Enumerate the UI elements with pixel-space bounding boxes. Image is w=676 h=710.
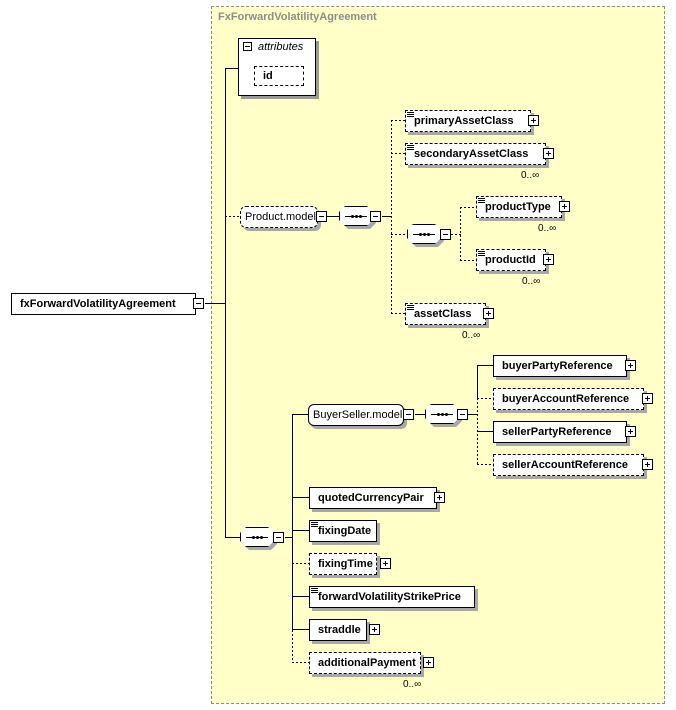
documentation-icon <box>311 588 318 593</box>
product-type-label: productType <box>485 201 551 213</box>
documentation-icon <box>407 305 414 310</box>
product-id-element[interactable]: productId <box>476 249 546 271</box>
expand-icon[interactable] <box>528 115 539 126</box>
root-element-label: fxForwardVolatilityAgreement <box>20 298 176 310</box>
product-model-label: Product.model <box>245 211 316 223</box>
expand-icon[interactable] <box>423 657 434 668</box>
seller-party-reference-label: sellerPartyReference <box>502 426 612 438</box>
product-model-collapse-icon[interactable] <box>316 211 327 222</box>
expand-icon[interactable] <box>543 254 554 265</box>
quoted-currency-pair-label: quotedCurrencyPair <box>318 492 424 504</box>
documentation-icon <box>407 112 414 117</box>
additional-payment-label: additionalPayment <box>318 657 416 669</box>
straddle-element[interactable]: straddle <box>309 619 367 641</box>
expand-icon[interactable] <box>559 201 570 212</box>
product-type-element[interactable]: productType <box>476 196 562 218</box>
sequence-collapse-icon[interactable] <box>370 211 381 222</box>
expand-icon[interactable] <box>642 459 653 470</box>
attribute-id[interactable]: id <box>254 66 304 86</box>
buyer-seller-model-group[interactable]: BuyerSeller.model <box>308 404 404 426</box>
primary-asset-class-element[interactable]: primaryAssetClass <box>405 110 531 132</box>
forward-volatility-strike-price-label: forwardVolatilityStrikePrice <box>318 591 461 603</box>
seller-party-reference-element[interactable]: sellerPartyReference <box>493 421 627 443</box>
seller-account-reference-label: sellerAccountReference <box>502 459 628 471</box>
additional-payment-element[interactable]: additionalPayment <box>309 652 421 674</box>
buyer-party-reference-label: buyerPartyReference <box>502 360 613 372</box>
seller-account-reference-element[interactable]: sellerAccountReference <box>493 454 644 476</box>
secondary-asset-class-element[interactable]: secondaryAssetClass <box>405 143 546 165</box>
fixing-time-element[interactable]: fixingTime <box>309 553 377 575</box>
complex-type-title: FxForwardVolatilityAgreement <box>218 11 377 23</box>
expand-icon[interactable] <box>543 148 554 159</box>
documentation-icon <box>478 251 485 256</box>
primary-asset-class-label: primaryAssetClass <box>414 115 514 127</box>
sequence-compositor-icon[interactable] <box>240 527 274 547</box>
expand-icon[interactable] <box>380 558 391 569</box>
expand-icon[interactable] <box>642 393 653 404</box>
cardinality-label: 0..∞ <box>403 679 422 690</box>
expand-icon[interactable] <box>434 492 445 503</box>
asset-class-element[interactable]: assetClass <box>405 303 486 325</box>
documentation-icon <box>478 198 485 203</box>
buyer-account-reference-label: buyerAccountReference <box>502 393 630 405</box>
expand-icon[interactable] <box>625 360 636 371</box>
sequence-compositor-icon[interactable] <box>339 206 373 226</box>
buyer-party-reference-element[interactable]: buyerPartyReference <box>493 355 627 377</box>
product-model-group[interactable]: Product.model <box>240 206 318 228</box>
cardinality-label: 0..∞ <box>538 223 557 234</box>
fixing-time-label: fixingTime <box>318 558 373 570</box>
sequence-collapse-icon[interactable] <box>440 229 451 240</box>
asset-class-label: assetClass <box>414 308 472 320</box>
forward-volatility-strike-price-element[interactable]: forwardVolatilityStrikePrice <box>309 586 475 608</box>
expand-icon[interactable] <box>625 426 636 437</box>
fixing-date-label: fixingDate <box>318 525 372 537</box>
sequence-compositor-icon[interactable] <box>425 404 459 424</box>
expand-icon[interactable] <box>369 624 380 635</box>
documentation-icon <box>311 522 318 527</box>
cardinality-label: 0..∞ <box>522 276 541 287</box>
cardinality-label: 0..∞ <box>521 170 540 181</box>
root-element[interactable]: fxForwardVolatilityAgreement <box>11 293 196 315</box>
product-id-label: productId <box>485 254 536 266</box>
straddle-label: straddle <box>318 624 361 636</box>
sequence-collapse-icon[interactable] <box>457 409 468 420</box>
documentation-icon <box>407 145 414 150</box>
buyer-seller-collapse-icon[interactable] <box>403 409 414 420</box>
cardinality-label: 0..∞ <box>462 330 481 341</box>
collapse-toggle-icon[interactable] <box>193 298 204 309</box>
sequence-collapse-icon[interactable] <box>273 532 284 543</box>
sequence-compositor-icon[interactable] <box>407 224 441 244</box>
buyer-account-reference-element[interactable]: buyerAccountReference <box>493 388 644 410</box>
fixing-date-element[interactable]: fixingDate <box>309 520 377 542</box>
attributes-collapse-icon[interactable] <box>243 42 252 51</box>
buyer-seller-model-label: BuyerSeller.model <box>313 409 403 421</box>
expand-icon[interactable] <box>483 308 494 319</box>
quoted-currency-pair-element[interactable]: quotedCurrencyPair <box>309 487 437 509</box>
secondary-asset-class-label: secondaryAssetClass <box>414 148 529 160</box>
attributes-group-title: attributes <box>258 41 304 53</box>
